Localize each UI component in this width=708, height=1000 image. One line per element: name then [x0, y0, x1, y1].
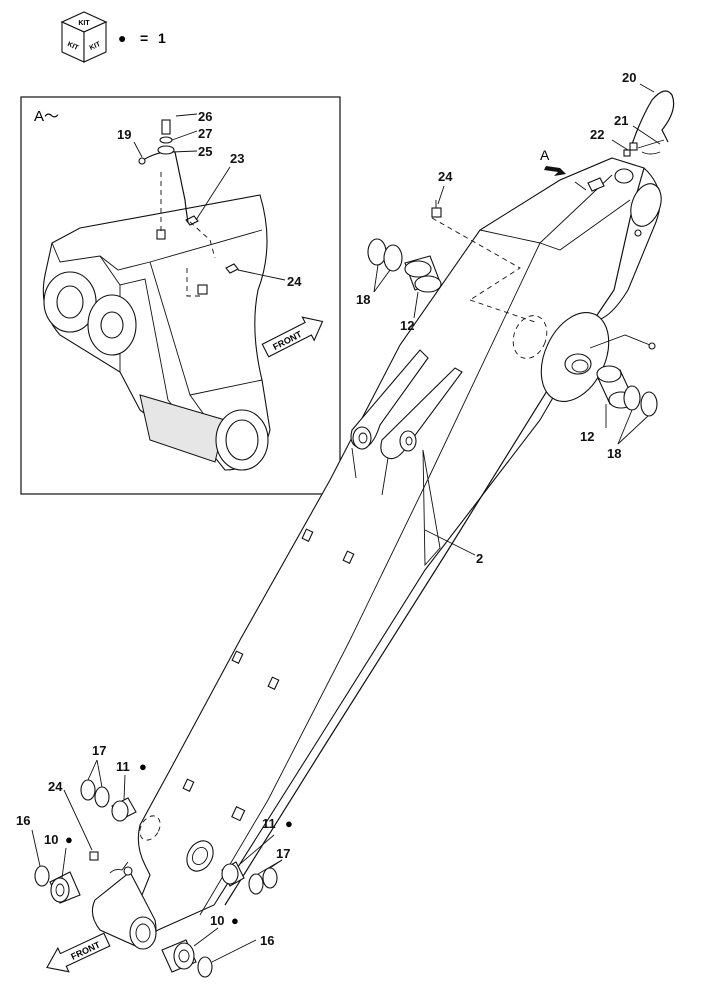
seal-16-right: [197, 956, 213, 978]
boom-assembly: [91, 157, 662, 950]
pipe-and-fittings: [574, 90, 675, 192]
kit-marker-11-left: ●: [139, 759, 147, 774]
seal-17-left-a: [80, 779, 96, 801]
bushing-11-right: [221, 861, 245, 887]
detail-boom-head: [42, 119, 271, 471]
callout-11-left: 11: [116, 759, 130, 774]
grease-fitting-24-lower: [89, 851, 99, 861]
kit-label-right: KIT: [89, 41, 103, 52]
callout-27: 27: [198, 126, 212, 141]
seal-17-right-b: [262, 867, 278, 889]
seal-18-upper-a: [367, 238, 387, 266]
callout-22: 22: [590, 127, 604, 142]
bushing-10-left: [49, 871, 81, 904]
callout-23: 23: [230, 151, 244, 166]
callout-21: 21: [614, 113, 628, 128]
callout-18-upper: 18: [356, 292, 370, 307]
callout-12-right: 12: [580, 429, 594, 444]
kit-bullet: ●: [118, 30, 126, 46]
callout-10-right: 10: [210, 913, 224, 928]
seal-17-right-a: [248, 873, 264, 895]
leader-lines: [31, 83, 661, 963]
callout-26: 26: [198, 109, 212, 124]
callout-17-right: 17: [276, 846, 290, 861]
kit-marker-10-right: ●: [231, 913, 239, 928]
kit-marker-11-right: ●: [285, 816, 293, 831]
cylinder-brackets: [350, 349, 463, 496]
kit-marker-10-left: ●: [65, 832, 73, 847]
seal-16-left: [34, 865, 50, 887]
seal-18-right-b: [640, 391, 658, 417]
callout-24-detail: 24: [287, 274, 302, 289]
kit-equals: =: [140, 30, 148, 46]
foot-pin-fitting: [589, 334, 656, 350]
bushing-10-right: [161, 939, 197, 973]
main-front-arrow-icon: FRONT: [46, 932, 111, 973]
callout-24-upper: 24: [438, 169, 453, 184]
seal-18-upper-b: [383, 244, 403, 272]
view-arrow-label: A: [540, 147, 550, 163]
callout-17-left: 17: [92, 743, 106, 758]
callout-19: 19: [117, 127, 131, 142]
callout-16-right: 16: [260, 933, 274, 948]
view-arrow-a-icon: A: [540, 147, 566, 176]
callout-10-left: 10: [44, 832, 58, 847]
bushing-11-left: [111, 797, 137, 822]
bushing-12-upper: [404, 255, 442, 293]
kit-quantity: 1: [158, 30, 166, 46]
detail-frame: [20, 96, 341, 495]
kit-box-icon: KIT KIT KIT: [60, 11, 108, 63]
kit-legend: KIT KIT KIT ● = 1: [60, 11, 166, 63]
callout-20: 20: [622, 70, 636, 85]
callout-11-right: 11: [262, 816, 276, 831]
callout-16-left: 16: [16, 813, 30, 828]
kit-label-left: KIT: [66, 41, 80, 52]
callout-24-lower: 24: [48, 779, 63, 794]
detail-view-a: A～: [20, 96, 341, 495]
detail-title: A～: [34, 108, 59, 125]
callout-12-upper: 12: [400, 318, 414, 333]
callout-25: 25: [198, 144, 212, 159]
detail-front-arrow-icon: FRONT: [261, 316, 324, 358]
seal-18-right-a: [623, 385, 641, 411]
kit-label-top: KIT: [78, 20, 90, 27]
callout-18-right: 18: [607, 446, 621, 461]
seal-17-left-b: [94, 786, 110, 808]
callout-2: 2: [476, 551, 483, 566]
grease-fitting-24-upper: [431, 200, 442, 218]
